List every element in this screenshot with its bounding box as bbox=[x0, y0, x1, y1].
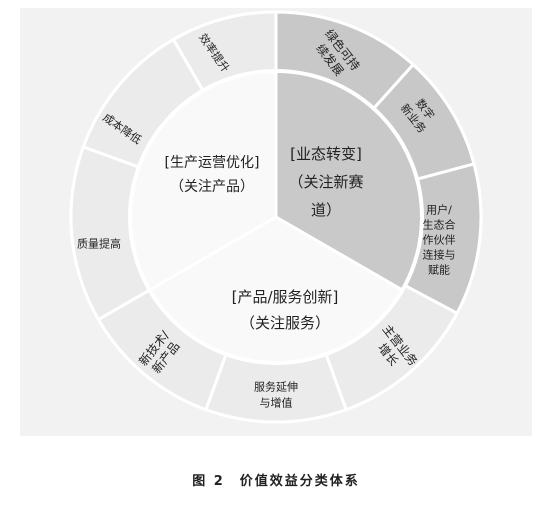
dividers bbox=[128, 69, 424, 365]
inner-ring-border bbox=[128, 69, 424, 365]
inner-label-innovation-line: （关注服务） bbox=[240, 314, 330, 332]
inner-label-innovation: [产品/服务创新] （关注服务） bbox=[232, 288, 339, 332]
outer-label-user-ecosystem-line: 用户/ bbox=[426, 203, 452, 217]
inner-label-operations-line: [生产运营优化] bbox=[165, 155, 260, 171]
inner-label-transformation-line: 道） bbox=[311, 201, 341, 219]
inner-divider-3 bbox=[148, 215, 277, 292]
inner-sector-transformation bbox=[276, 71, 422, 290]
inner-label-innovation-line: [产品/服务创新] bbox=[232, 288, 339, 306]
outer-label-user-ecosystem-line: 赋能 bbox=[428, 263, 450, 277]
inner-label-operations-line: （关注产品） bbox=[170, 179, 254, 195]
outer-label-quality-improvement-line: 质量提高 bbox=[77, 237, 121, 251]
inner-label-transformation-line: [业态转变] bbox=[290, 145, 362, 163]
outer-label-service-extension-line: 服务延伸 bbox=[254, 381, 298, 394]
figure-caption: 图 2 价值效益分类体系 bbox=[192, 474, 360, 489]
inner-label-operations: [生产运营优化] （关注产品） bbox=[165, 155, 260, 195]
outer-label-quality-improvement: 质量提高 bbox=[77, 237, 121, 251]
outer-label-user-ecosystem-line: 生态合 bbox=[423, 218, 456, 232]
inner-divider-2 bbox=[275, 215, 404, 292]
outer-label-user-ecosystem-line: 作伙伴 bbox=[423, 234, 456, 247]
outer-label-user-ecosystem-line: 连接与 bbox=[423, 249, 456, 262]
outer-label-service-extension-line: 与增值 bbox=[260, 396, 293, 410]
inner-label-transformation-line: （关注新赛 bbox=[288, 173, 363, 191]
